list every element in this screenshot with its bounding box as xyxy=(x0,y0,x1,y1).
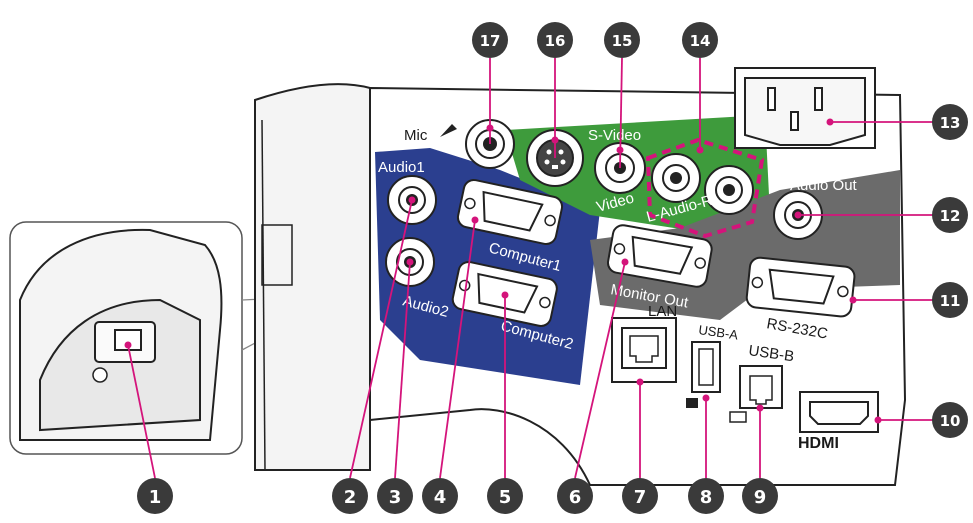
callout-17: 17 xyxy=(472,22,508,58)
svg-text:11: 11 xyxy=(940,292,961,310)
usb-b-computer-icon xyxy=(729,411,747,423)
audio-lr-ports xyxy=(645,137,765,239)
callout-16: 16 xyxy=(537,22,573,58)
callout-1: 1 xyxy=(137,478,173,514)
callout-4: 4 xyxy=(422,478,458,514)
svg-text:8: 8 xyxy=(700,487,713,508)
usb-a-camera-icon xyxy=(686,398,698,408)
monitor-out-port xyxy=(607,224,713,288)
inset-view xyxy=(9,221,346,455)
callout-6: 6 xyxy=(557,478,593,514)
svg-text:17: 17 xyxy=(480,32,501,50)
computer1-port xyxy=(456,178,564,246)
svg-text:4: 4 xyxy=(434,487,447,508)
leader-dots xyxy=(124,118,882,424)
svg-text:12: 12 xyxy=(940,207,961,225)
lan-port xyxy=(611,317,677,383)
usb-b-label: USB-B xyxy=(747,342,795,365)
svg-text:2: 2 xyxy=(344,487,357,508)
callout-12: 12 xyxy=(932,197,968,233)
rs232c-port xyxy=(745,256,856,318)
callout-9: 9 xyxy=(742,478,778,514)
svg-text:5: 5 xyxy=(499,487,512,508)
hdmi-port xyxy=(799,391,879,433)
svg-text:1: 1 xyxy=(149,487,162,508)
callout-15: 15 xyxy=(604,22,640,58)
svg-text:6: 6 xyxy=(569,487,582,508)
mic-port xyxy=(465,119,515,169)
usb-b-port xyxy=(739,365,783,409)
usb-a-port xyxy=(691,341,721,393)
usb-a-label: USB-A xyxy=(698,322,740,342)
svg-text:16: 16 xyxy=(545,32,566,50)
svg-text:10: 10 xyxy=(940,412,961,430)
inset-screw xyxy=(92,367,108,383)
callout-7: 7 xyxy=(622,478,658,514)
leader-lines xyxy=(127,57,935,479)
svg-text:7: 7 xyxy=(634,487,647,508)
callout-3: 3 xyxy=(377,478,413,514)
svg-text:9: 9 xyxy=(754,487,767,508)
mic-icon xyxy=(440,124,457,137)
callout-2: 2 xyxy=(332,478,368,514)
inset-projector-base xyxy=(39,298,201,432)
svideo-label: S-Video xyxy=(588,127,641,144)
callout-11: 11 xyxy=(932,282,968,318)
audio-lr-highlight xyxy=(645,137,765,239)
callout-13: 13 xyxy=(932,104,968,140)
svg-text:3: 3 xyxy=(389,487,402,508)
callout-10: 10 xyxy=(932,402,968,438)
audio-out-label: Audio Out xyxy=(790,177,858,194)
inset-security-slot xyxy=(114,329,142,351)
svg-text:15: 15 xyxy=(612,32,633,50)
callout-8: 8 xyxy=(688,478,724,514)
projector-side-wall xyxy=(254,83,371,471)
callout-5: 5 xyxy=(487,478,523,514)
audio1-label: Audio1 xyxy=(378,159,425,176)
lan-label: LAN xyxy=(648,303,677,320)
hdmi-label: HDMI xyxy=(798,435,839,452)
svg-text:13: 13 xyxy=(940,114,961,132)
callout-14: 14 xyxy=(682,22,718,58)
mic-label: Mic xyxy=(404,127,428,144)
svg-text:14: 14 xyxy=(690,32,711,50)
power-inlet xyxy=(734,67,876,149)
